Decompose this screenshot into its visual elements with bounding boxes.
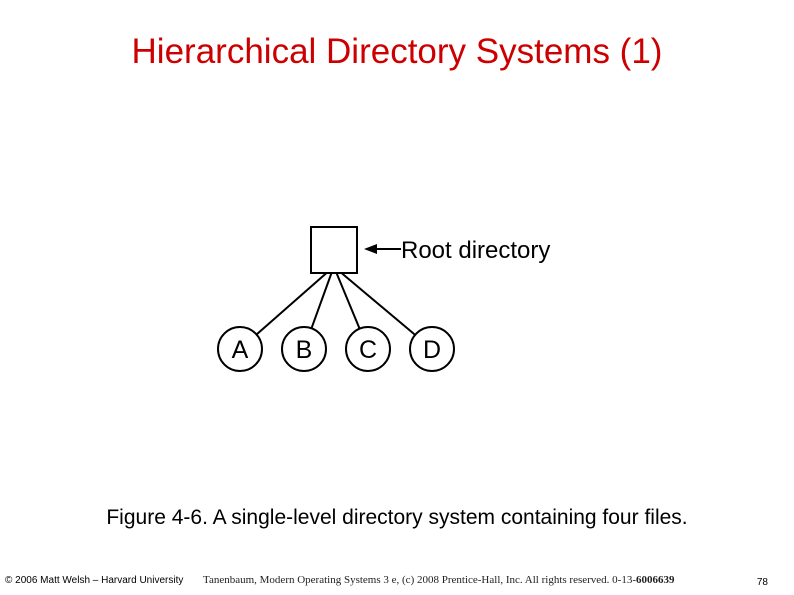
file-node-b (281, 326, 327, 372)
directory-diagram: Root directory A B C D (217, 226, 550, 372)
footer-credit: © 2006 Matt Welsh – Harvard University (5, 575, 184, 586)
edge-root-to-a (255, 272, 328, 336)
page-title: Hierarchical Directory Systems (1) (131, 32, 663, 71)
page-number: 78 (756, 577, 768, 588)
file-node-c (345, 326, 391, 372)
root-directory-box (310, 226, 358, 274)
diagram-edges (255, 272, 416, 336)
file-label-b: B (296, 336, 313, 364)
edge-root-to-d (340, 272, 416, 336)
footer-isbn: 6006639 (636, 574, 675, 586)
root-directory-label: Root directory (401, 237, 550, 264)
root-pointer-arrowhead (364, 244, 377, 254)
file-nodes: A B C D (217, 326, 455, 372)
file-label-a: A (232, 336, 249, 364)
file-node-a (217, 326, 263, 372)
footer-source: Tanenbaum, Modern Operating Systems 3 e,… (203, 573, 675, 587)
edge-root-to-c (335, 272, 361, 330)
edge-root-to-b (310, 272, 333, 329)
file-node-d (409, 326, 455, 372)
file-label-d: D (423, 336, 441, 364)
figure-caption: Figure 4-6. A single-level directory sys… (106, 506, 688, 529)
footer-source-text: Tanenbaum, Modern Operating Systems 3 e,… (203, 574, 637, 586)
file-label-c: C (359, 336, 377, 364)
